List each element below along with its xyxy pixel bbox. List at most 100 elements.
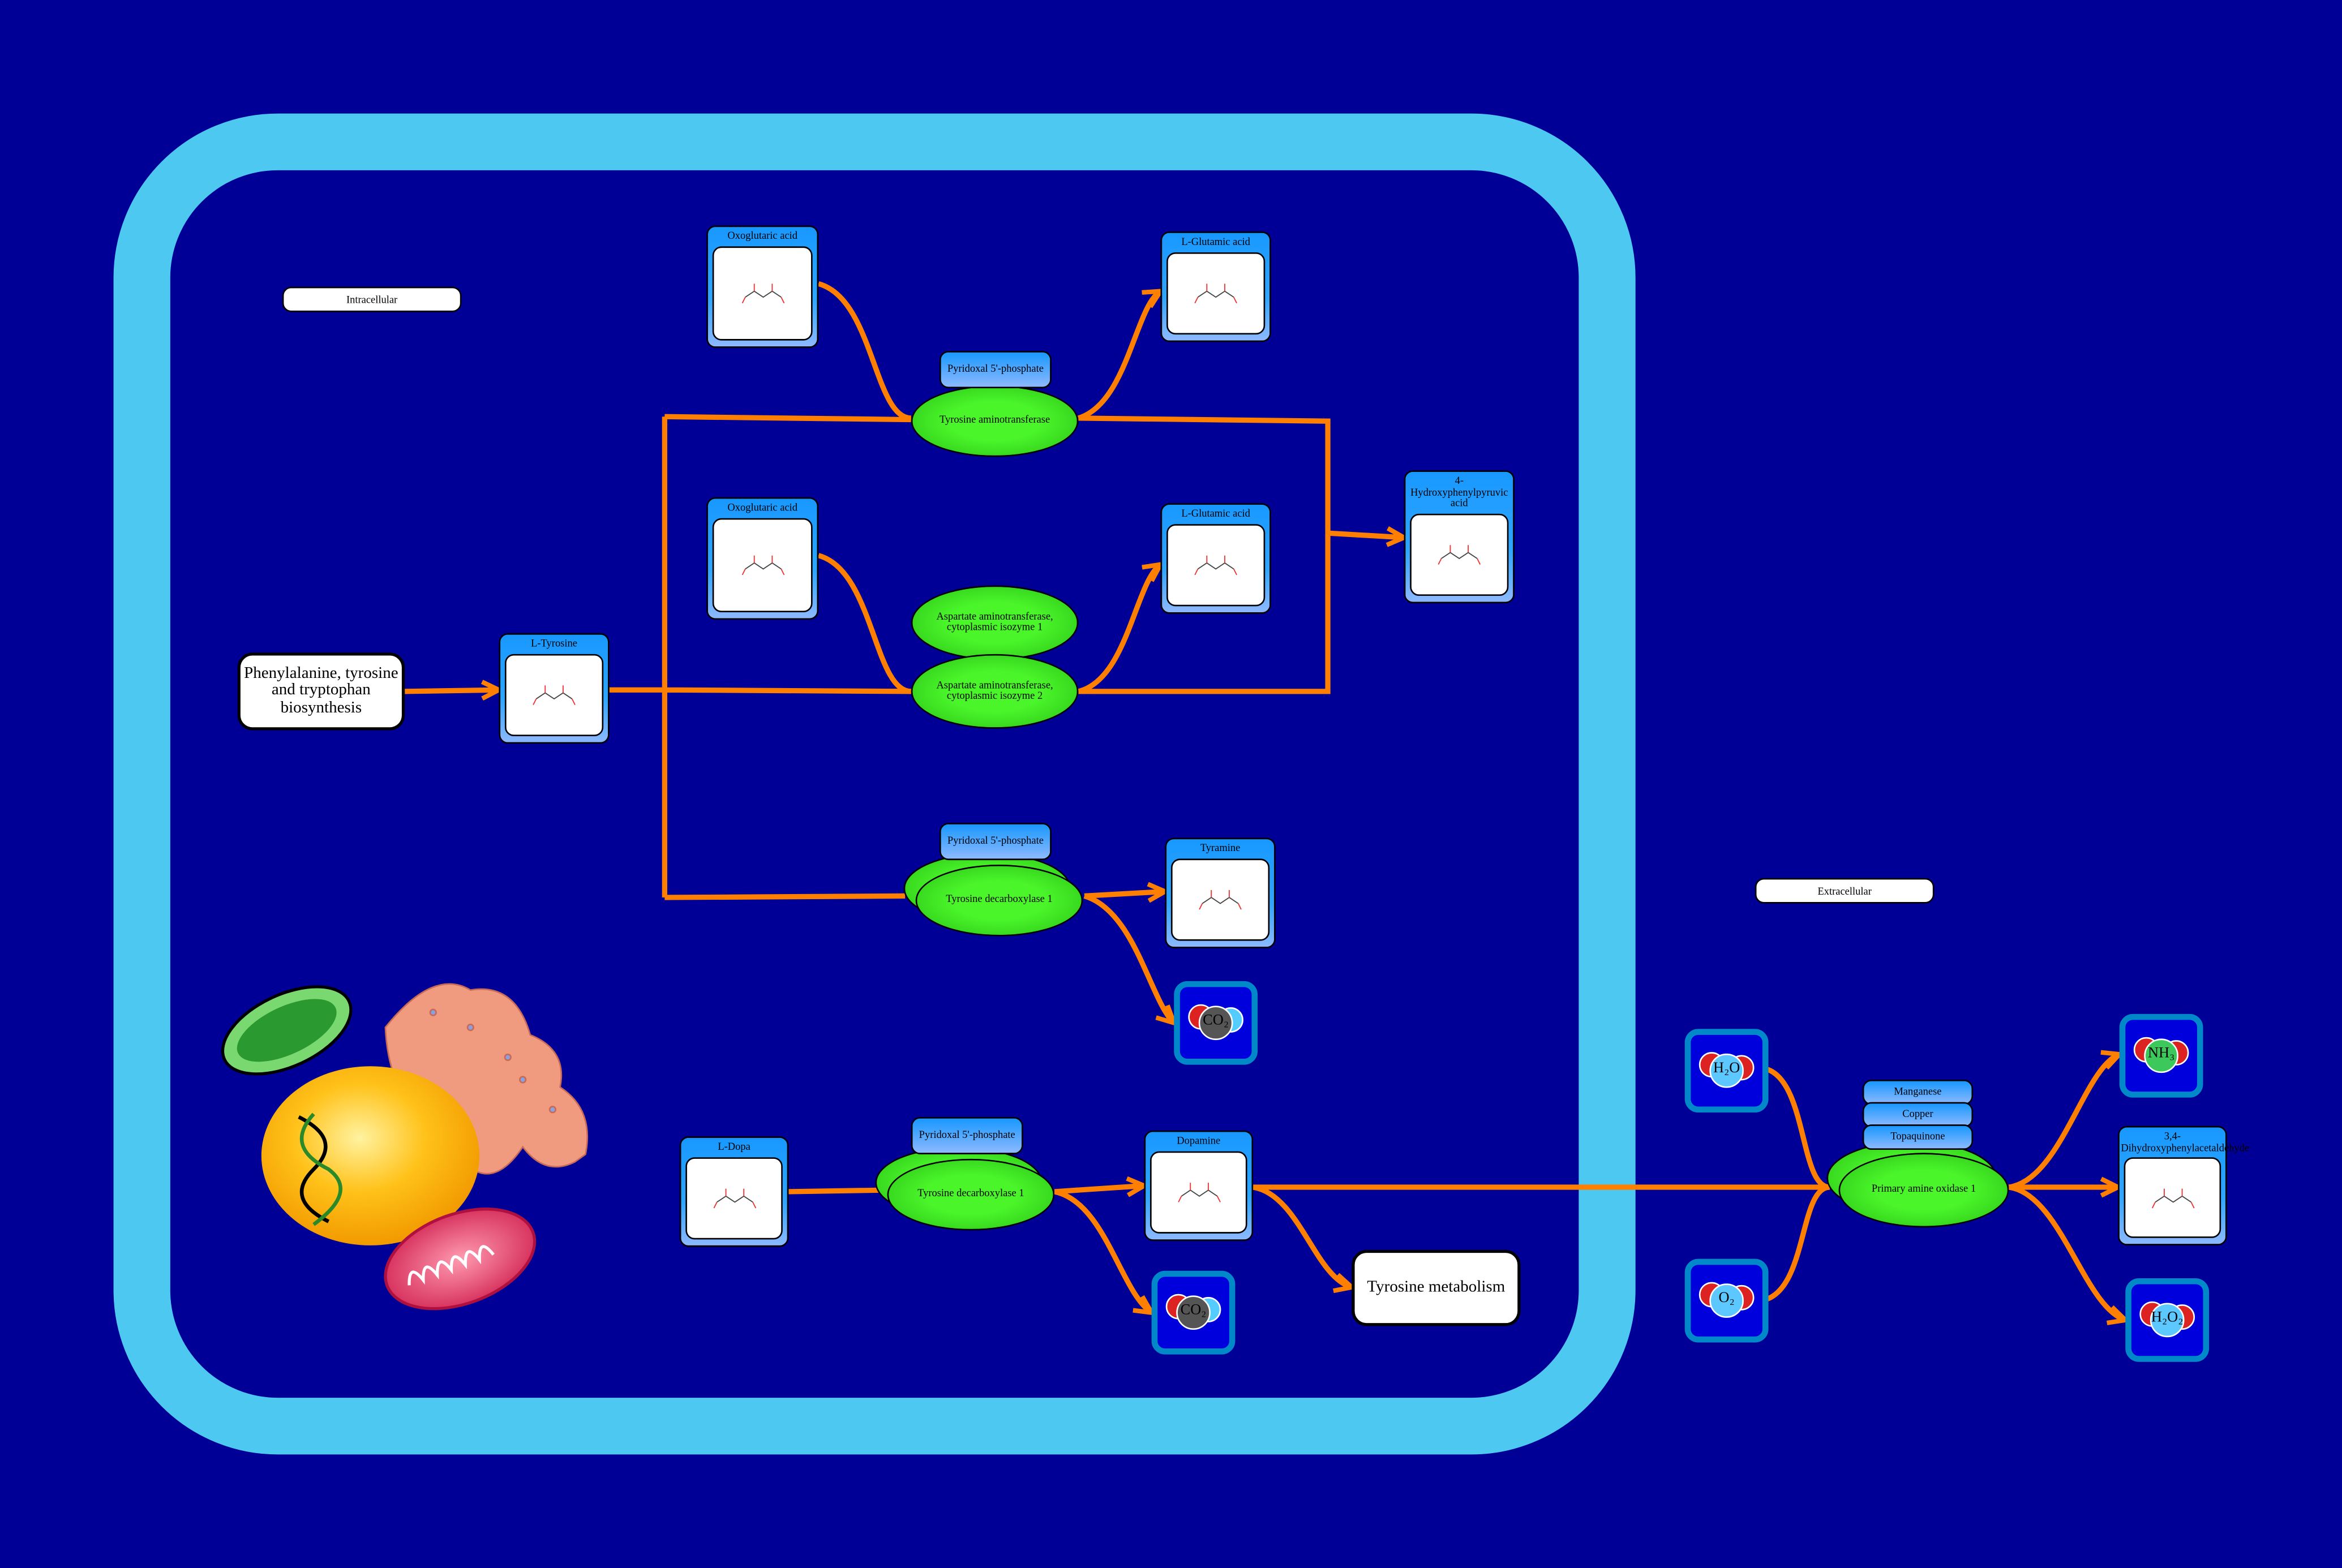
- metabolite-label: L-Dopa: [718, 1141, 750, 1153]
- molecule-label: CO₂: [1180, 1302, 1207, 1319]
- metabolite-label: L-Glutamic acid: [1181, 508, 1250, 520]
- metabolite-label: L-Tyrosine: [531, 637, 577, 650]
- molecule-icon: [2139, 1301, 2195, 1338]
- chemical-structure-icon: [1194, 284, 1237, 304]
- metabolite-node[interactable]: L-Dopa: [679, 1136, 789, 1247]
- molecule-icon: [1698, 1282, 1755, 1318]
- molecule-icon: [1165, 1294, 1221, 1330]
- molecule-label: CO₂: [1203, 1012, 1229, 1029]
- cell-membrane: [113, 113, 1636, 1455]
- cofactor-node[interactable]: Pyridoxal 5'-phosphate: [939, 823, 1052, 861]
- reaction-edge: [2008, 1054, 2119, 1190]
- molecule-icon: [1188, 1004, 1243, 1041]
- cofactor-node[interactable]: Manganese: [1862, 1079, 1974, 1105]
- pathway-node-biosynthesis[interactable]: Phenylalanine, tyrosine and tryptophan b…: [237, 652, 405, 731]
- metabolite-node[interactable]: 3,4-Dihydroxyphenylacetaldehyde: [2118, 1125, 2250, 1245]
- reaction-edge: [1084, 891, 1165, 896]
- nucleus: [261, 1066, 480, 1245]
- structure-image: [712, 246, 813, 341]
- structure-image: [685, 1156, 783, 1240]
- reaction-edge: [1054, 1185, 1144, 1192]
- reaction-edge: [1083, 893, 1174, 1023]
- metabolite-label: 4-Hydroxyphenylpyruvic acid: [1410, 475, 1508, 509]
- small-molecule-node[interactable]: CO₂: [1174, 981, 1258, 1065]
- reaction-edge: [2008, 1184, 2125, 1320]
- chemical-structure-icon: [1194, 556, 1237, 576]
- metabolite-node[interactable]: L-Glutamic acid: [1160, 503, 1271, 614]
- chloroplast: [221, 985, 353, 1076]
- structure-image: [1166, 251, 1266, 335]
- cofactor-node[interactable]: Pyridoxal 5'-phosphate: [939, 351, 1052, 389]
- metabolite-node[interactable]: L-Tyrosine: [499, 633, 610, 744]
- reaction-edge: [1327, 533, 1404, 538]
- structure-image: [1150, 1150, 1247, 1234]
- reaction-edge: [1054, 1189, 1152, 1313]
- dna-helix: [298, 1112, 342, 1226]
- small-molecule-node[interactable]: O₂: [1684, 1258, 1769, 1343]
- chemical-structure-icon: [533, 685, 576, 706]
- reaction-edge: [1766, 1184, 1830, 1302]
- chemical-structure-icon: [741, 284, 784, 304]
- chemical-structure-icon: [741, 556, 784, 576]
- reaction-edge: [1078, 565, 1160, 694]
- metabolite-node[interactable]: L-Glutamic acid: [1160, 231, 1271, 342]
- metabolite-node[interactable]: 4-Hydroxyphenylpyruvic acid: [1404, 470, 1515, 604]
- structure-image: [1166, 523, 1266, 607]
- chemical-structure-icon: [2151, 1188, 2194, 1209]
- small-molecule-node[interactable]: H₂O₂: [2125, 1278, 2210, 1362]
- reaction-edge: [405, 690, 499, 691]
- chemical-structure-icon: [1438, 545, 1481, 565]
- compartment-label-extracellular: Extracellular: [1755, 878, 1934, 904]
- cofactor-node[interactable]: Topaquinone: [1862, 1124, 1974, 1150]
- reaction-edge: [1766, 1067, 1830, 1190]
- molecule-icon: [1698, 1052, 1755, 1088]
- structure-image: [504, 653, 604, 737]
- metabolite-node[interactable]: Oxoglutaric acid: [706, 225, 819, 348]
- structure-image: [2124, 1157, 2221, 1238]
- cofactor-node[interactable]: Copper: [1862, 1102, 1974, 1128]
- cofactor-node[interactable]: Pyridoxal 5'-phosphate: [911, 1116, 1023, 1154]
- chemical-structure-icon: [1199, 890, 1242, 910]
- cell-organelles-illustration: [221, 983, 589, 1311]
- reaction-edge: [817, 553, 912, 694]
- enzyme-node[interactable]: Primary amine oxidase 1: [1838, 1153, 2009, 1228]
- mitochondrion: [384, 1208, 537, 1311]
- molecule-label: H₂O: [1713, 1060, 1740, 1077]
- metabolite-label: L-Glutamic acid: [1181, 235, 1250, 248]
- metabolite-label: Oxoglutaric acid: [727, 230, 798, 242]
- molecule-label: NH₃: [2147, 1045, 2175, 1062]
- structure-image: [1170, 858, 1270, 941]
- molecule-label: O₂: [1718, 1290, 1735, 1307]
- reaction-edge: [1078, 415, 1331, 694]
- enzyme-node[interactable]: Tyrosine decarboxylase 1: [915, 864, 1083, 936]
- metabolite-node[interactable]: Oxoglutaric acid: [706, 497, 819, 620]
- chemical-structure-icon: [713, 1189, 756, 1209]
- structure-image: [712, 517, 813, 612]
- pathway-node-tyrosine-metabolism[interactable]: Tyrosine metabolism: [1352, 1249, 1521, 1326]
- molecule-icon: [2133, 1037, 2189, 1073]
- metabolite-label: 3,4-Dihydroxyphenylacetaldehyde: [2121, 1130, 2250, 1154]
- small-molecule-node[interactable]: NH₃: [2119, 1013, 2203, 1098]
- enzyme-node[interactable]: Tyrosine decarboxylase 1: [887, 1158, 1055, 1231]
- molecule-label: H₂O₂: [2151, 1309, 2184, 1326]
- metabolite-node[interactable]: Dopamine: [1144, 1130, 1254, 1241]
- enzyme-node[interactable]: Aspartate aminotransferase, cytoplasmic …: [911, 654, 1079, 729]
- small-molecule-node[interactable]: H₂O: [1684, 1029, 1769, 1113]
- reaction-edge: [1077, 291, 1160, 421]
- structure-image: [1410, 513, 1509, 596]
- reaction-edge: [817, 281, 912, 421]
- reaction-edge: [609, 414, 911, 900]
- metabolite-label: Tyramine: [1200, 842, 1241, 854]
- metabolite-label: Oxoglutaric acid: [727, 501, 798, 514]
- enzyme-node[interactable]: Tyrosine aminotransferase: [911, 385, 1079, 457]
- small-molecule-node[interactable]: CO₂: [1151, 1270, 1236, 1355]
- metabolite-node[interactable]: Tyramine: [1165, 837, 1276, 948]
- metabolite-label: Dopamine: [1177, 1135, 1221, 1147]
- chemical-structure-icon: [1177, 1183, 1220, 1203]
- reaction-edge: [1253, 1184, 1352, 1287]
- compartment-label-intracellular: Intracellular: [282, 286, 462, 312]
- reaction-edge: [788, 1187, 882, 1195]
- enzyme-node[interactable]: Aspartate aminotransferase, cytoplasmic …: [911, 585, 1079, 660]
